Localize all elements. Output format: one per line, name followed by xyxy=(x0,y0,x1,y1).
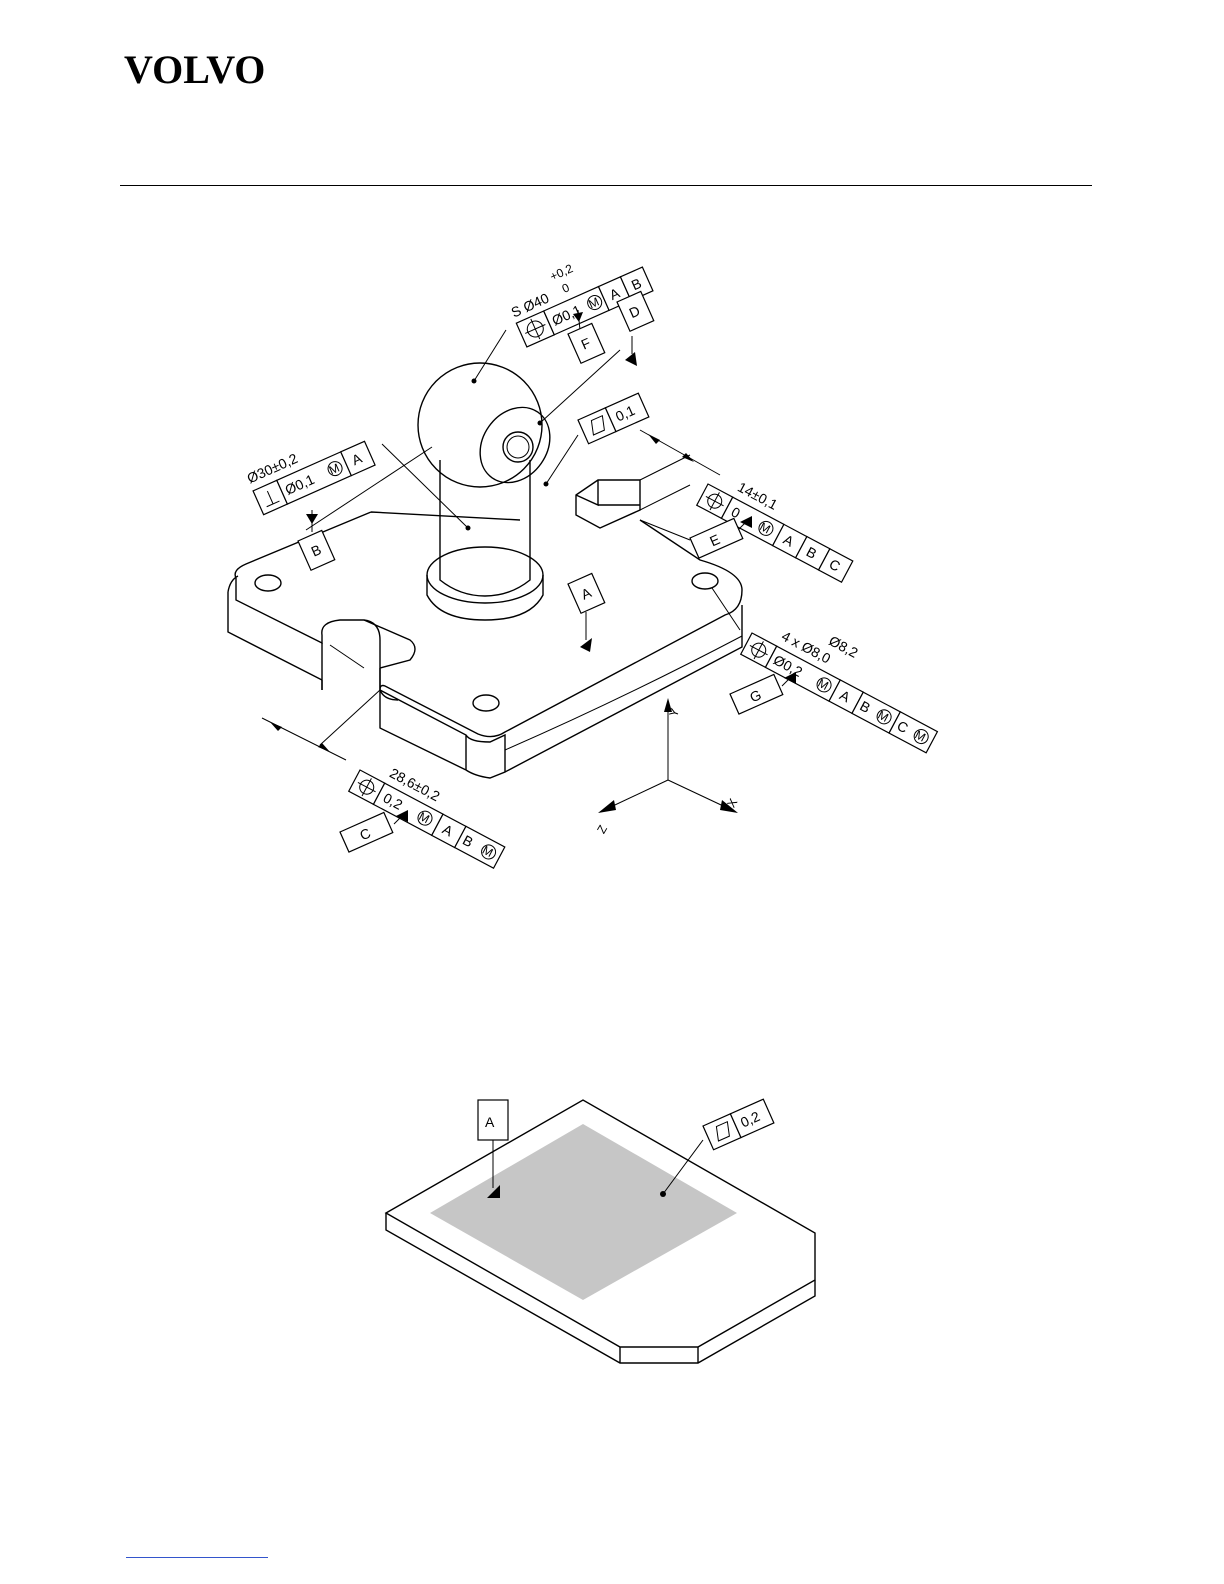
datum-a-triangle xyxy=(580,638,592,652)
svg-text:+0,2: +0,2 xyxy=(548,261,576,284)
svg-text:A: A xyxy=(485,1114,495,1130)
datum-b: B xyxy=(298,530,335,570)
part-key xyxy=(576,455,690,528)
hole-2 xyxy=(692,573,718,589)
plate-figure xyxy=(386,1100,815,1363)
hole-3 xyxy=(473,695,499,711)
footer-link-underline xyxy=(126,1557,268,1558)
fcf-flatness-plate: 0,2 xyxy=(703,1099,774,1150)
part-column xyxy=(427,460,543,620)
axis-z-label: Z xyxy=(594,823,610,836)
datum-a: A xyxy=(568,573,605,613)
svg-text:Ø8,2: Ø8,2 xyxy=(826,632,860,660)
fcf-perpendicularity: Ø30±0,2 Ø0,1 M A xyxy=(245,422,376,515)
fcf-flatness-top: 0,1 xyxy=(578,393,649,444)
datum-f: F xyxy=(568,323,605,363)
datum-g: G xyxy=(730,674,783,714)
datum-d-triangle xyxy=(625,352,637,366)
datum-c: C xyxy=(340,812,393,852)
datum-e: E xyxy=(690,518,743,558)
hole-1 xyxy=(255,575,281,591)
svg-text:0: 0 xyxy=(560,280,572,296)
fcf-width-position: 28,6±0,2 0,2 M A B M xyxy=(349,751,515,868)
flat-surface-zone xyxy=(430,1124,737,1300)
axis-y-label: Y xyxy=(666,706,682,718)
leader-lines xyxy=(262,330,740,760)
coordinate-axes: Y X Z xyxy=(594,698,740,836)
